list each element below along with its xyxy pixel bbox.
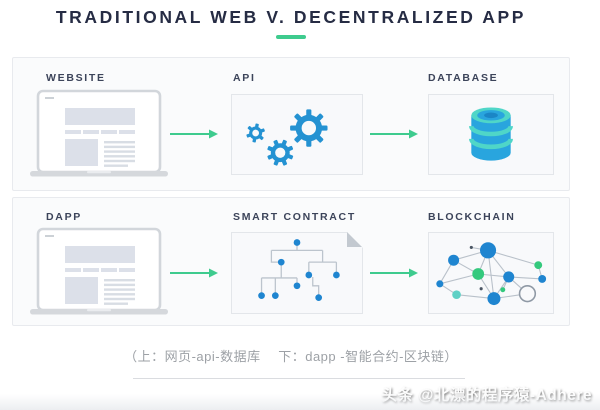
panel-decentralized-app: DAPP SMART CONTRACT BLOCKCHAIN — [12, 197, 570, 326]
title-underline — [276, 35, 306, 39]
arrow-right-icon — [169, 267, 219, 279]
page-title: TRADITIONAL WEB V. DECENTRALIZED APP — [55, 7, 527, 27]
smart-contract-card — [231, 232, 363, 314]
contract-tree-icon — [258, 239, 340, 301]
laptop-icon — [29, 227, 169, 315]
database-card — [428, 94, 554, 175]
page-fold-icon — [347, 232, 363, 248]
website-label: WEBSITE — [46, 72, 106, 84]
dapp-label: DAPP — [46, 211, 82, 223]
laptop-icon — [29, 89, 169, 177]
arrow-right-icon — [369, 128, 419, 140]
network-icon — [436, 242, 547, 306]
arrow-right-icon — [169, 128, 219, 140]
arrow-right-icon — [369, 267, 419, 279]
api-card — [231, 94, 363, 175]
database-icon — [469, 106, 513, 161]
blockchain-label: BLOCKCHAIN — [428, 211, 516, 223]
panel-traditional-web: WEBSITE API DATABASE — [12, 57, 570, 191]
caption-text: （上：网页-api-数据库 下：dapp -智能合约-区块链） — [124, 349, 458, 364]
watermark-text: 头条 @北漂的程序猿-Adhere — [381, 387, 592, 404]
api-label: API — [233, 72, 256, 84]
gears-icon — [246, 109, 328, 166]
divider-line — [133, 378, 465, 379]
smart-contract-label: SMART CONTRACT — [233, 211, 356, 223]
database-label: DATABASE — [428, 72, 499, 84]
blockchain-card — [428, 232, 554, 314]
